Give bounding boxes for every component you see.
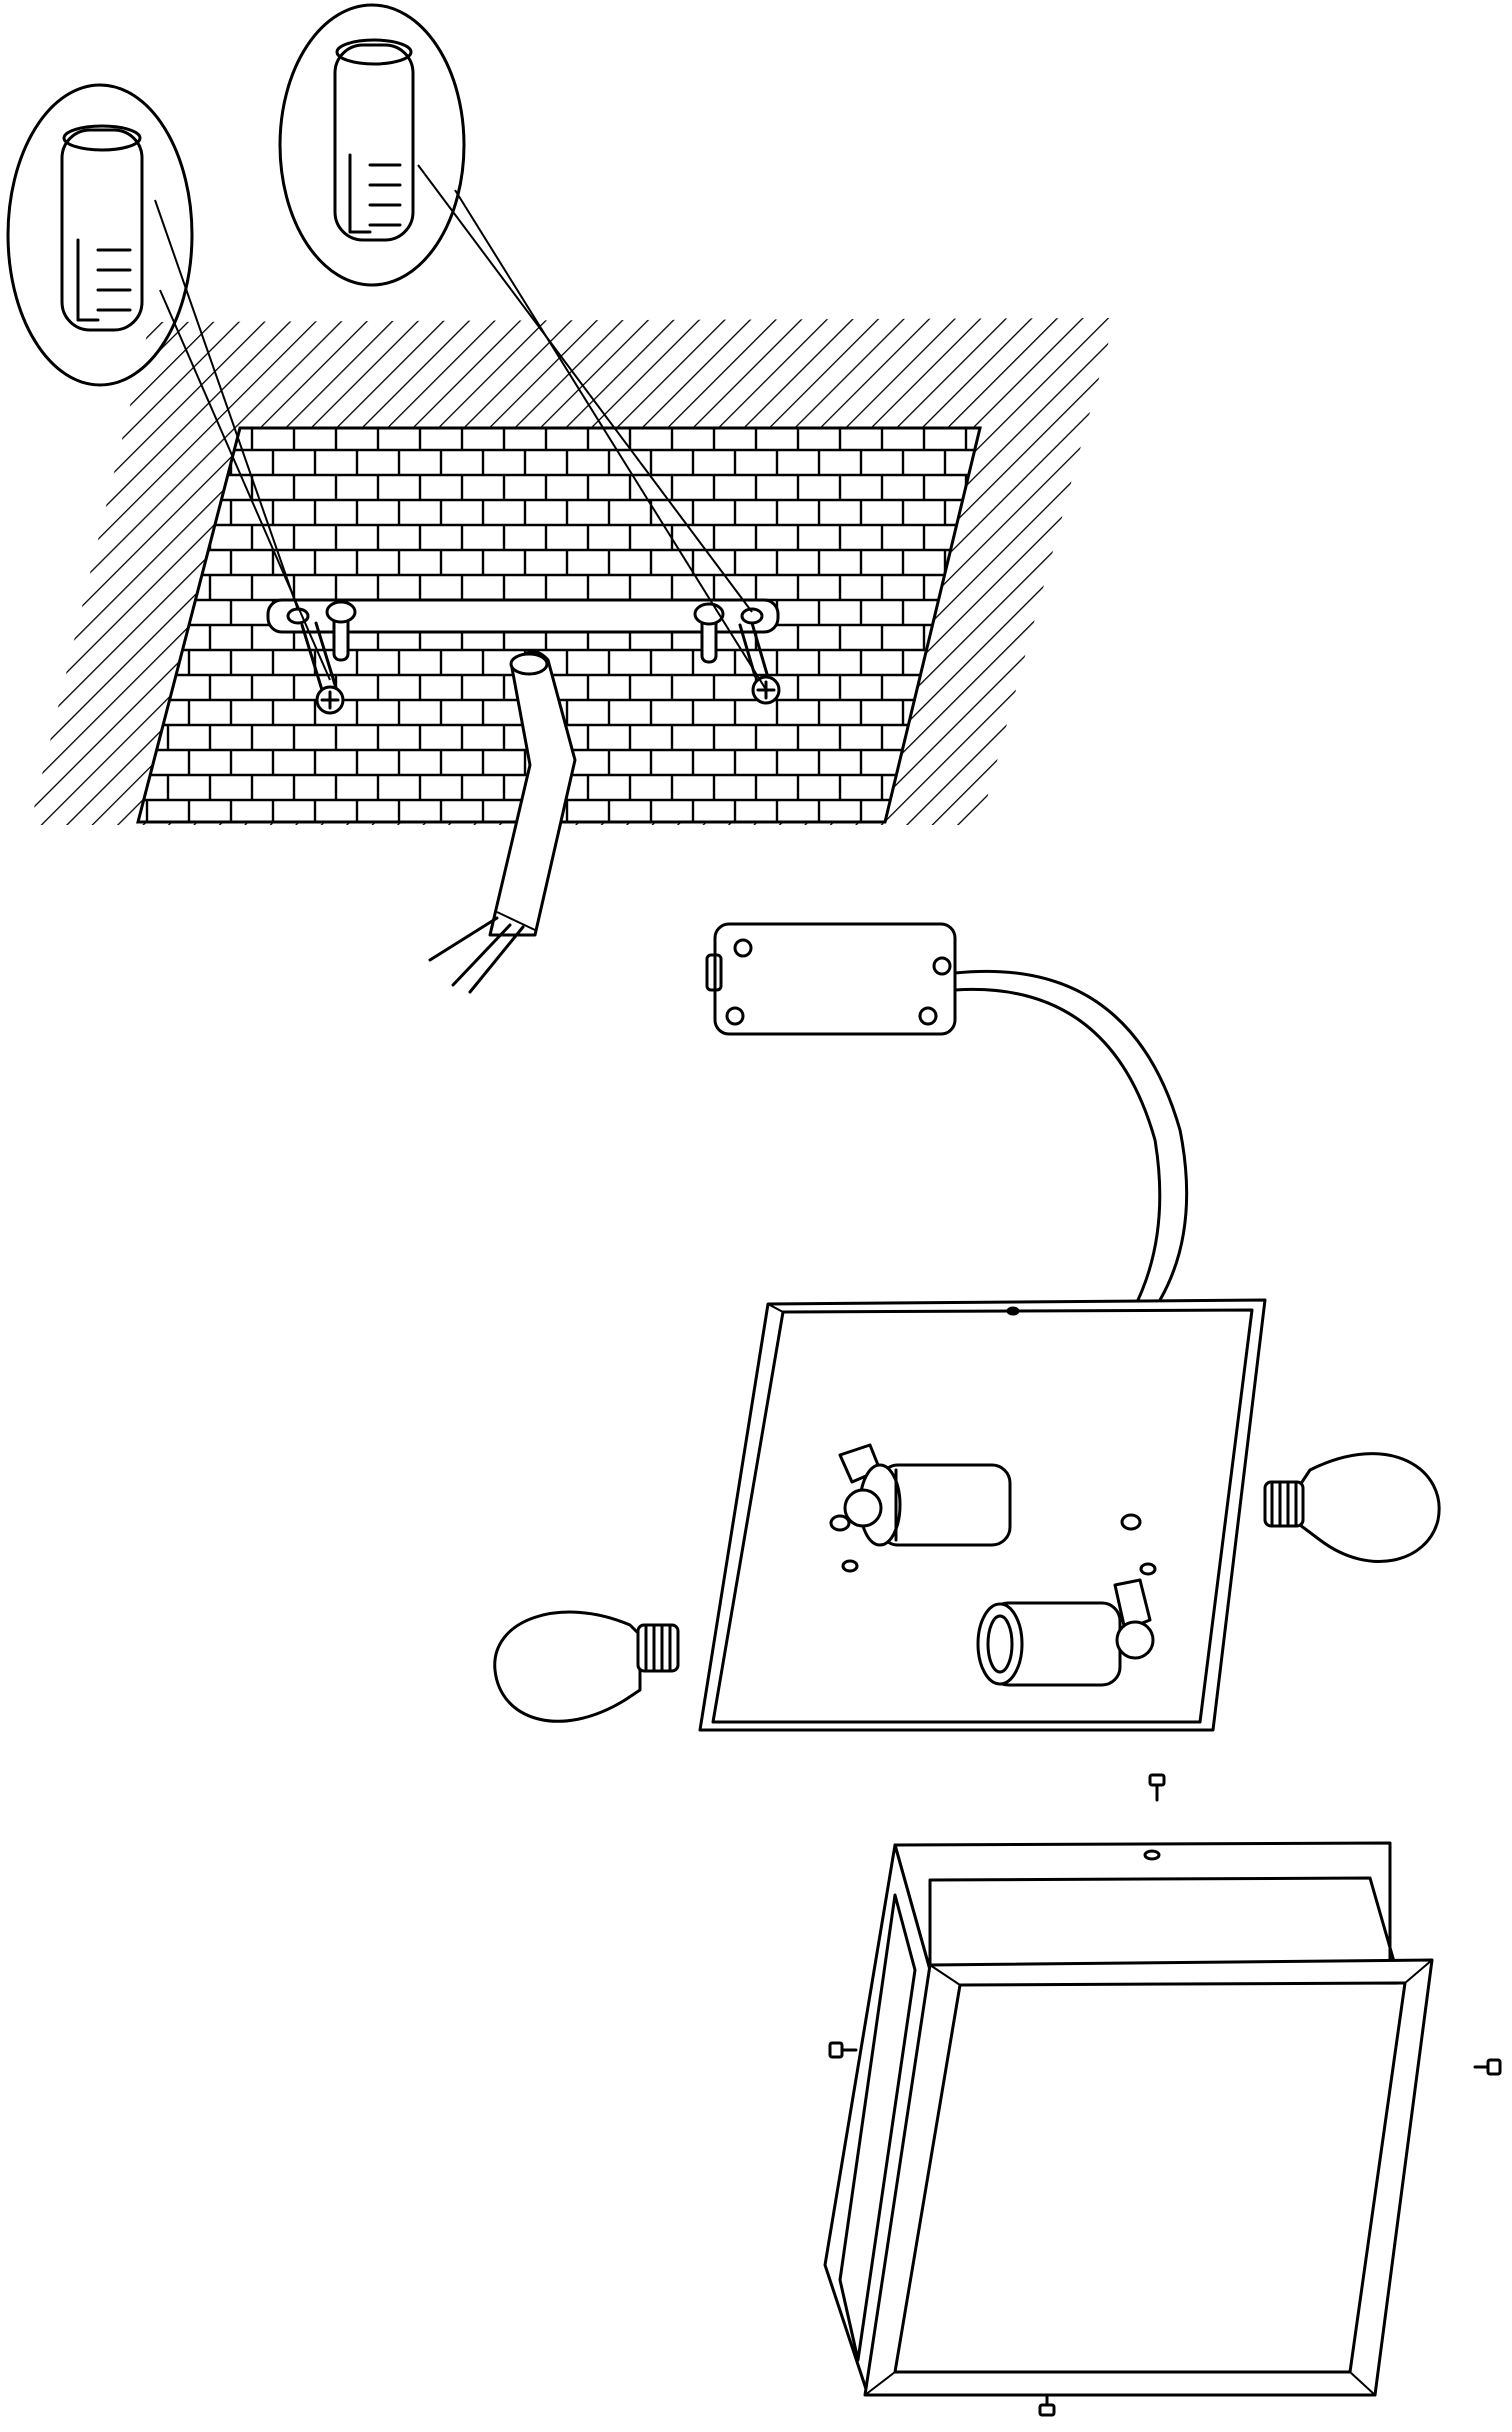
light-bulb-icon	[493, 1610, 680, 1723]
screw-icon	[300, 621, 345, 715]
terminal-box	[705, 922, 957, 1036]
screw-icon	[1148, 1773, 1166, 1802]
mains-cable	[428, 650, 577, 994]
screw-icon	[1038, 2393, 1056, 2417]
light-bulb-icon	[1263, 1452, 1441, 1563]
framed-shade	[823, 1841, 1434, 2397]
stud-bolt-left	[325, 600, 357, 662]
wall-plug-callout-right	[278, 3, 766, 689]
mounting-bracket	[266, 598, 780, 634]
wall-plug-icon	[60, 124, 144, 332]
lamp-holder-upper	[838, 1443, 1012, 1547]
wall-plug-icon	[333, 38, 415, 242]
screw-icon	[828, 2041, 858, 2059]
wall-plug-callout-left	[6, 83, 331, 681]
screw-icon	[738, 621, 781, 705]
screw-icon	[1473, 2058, 1502, 2076]
lamp-holder-lower	[976, 1578, 1155, 1687]
connection-lead	[953, 969, 1189, 1302]
